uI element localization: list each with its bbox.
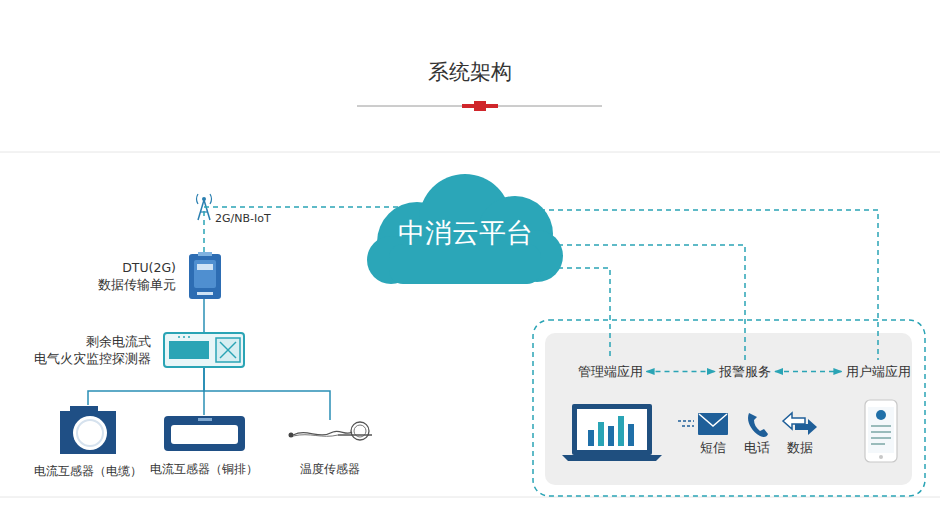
temp-sensor-icon [288, 420, 373, 442]
node-label: 用户端应用 [846, 363, 911, 380]
device-node: 报警服务 [719, 363, 771, 380]
icon-caption: 数据 [787, 440, 813, 457]
node-label: 电流互感器（电缆） [34, 463, 142, 480]
platform-panel [533, 320, 925, 496]
device-node: 电流互感器（电缆） [34, 405, 142, 480]
laptop-icon [562, 404, 662, 461]
device-node: 温度传感器 [288, 420, 373, 478]
dashed-connector [540, 245, 745, 360]
dashed-connector [540, 268, 610, 360]
title-mark [474, 101, 486, 111]
icon-caption: 短信 [700, 440, 726, 457]
page-rule [0, 497, 940, 498]
dashed-connector [540, 210, 878, 360]
diagram-title: 系统架构 [0, 58, 940, 86]
wire-connector [204, 368, 330, 420]
wire-connector [88, 368, 204, 405]
device-node: 用户端应用 [846, 363, 911, 380]
detector-icon [163, 332, 245, 368]
node-label: 报警服务 [719, 363, 771, 380]
device-node: 管理端应用 [578, 363, 643, 380]
device-node: 剩余电流式 电气火灾监控探测器 [23, 332, 245, 368]
cloud-node: 中消云平台 [365, 172, 565, 287]
node-label: 剩余电流式 电气火灾监控探测器 [23, 333, 151, 367]
node-label: 中消云平台 [398, 217, 533, 249]
dashed-connector [775, 371, 842, 373]
edge-label: 2G/NB-IoT [214, 212, 272, 225]
icon-caption: 电话 [744, 440, 770, 457]
page-rule [0, 152, 940, 153]
dashed-connector [647, 371, 716, 373]
node-label: 管理端应用 [578, 363, 643, 380]
smartphone-icon [865, 400, 897, 462]
inner-panel [545, 333, 912, 485]
cable-ct-icon [58, 405, 118, 455]
phone-icon [748, 413, 768, 437]
device-node: 电流互感器（铜排） [150, 415, 258, 478]
data-icon [783, 413, 817, 435]
busbar-ct-icon [163, 415, 246, 452]
sms-icon [678, 413, 728, 435]
dtu-icon [188, 252, 222, 300]
node-label: 温度传感器 [300, 461, 360, 478]
label-group: DTU(2G) 数据传输单元 [86, 259, 176, 293]
label-group: 剩余电流式 电气火灾监控探测器 [23, 333, 151, 367]
device-node: DTU(2G) 数据传输单元 [86, 252, 222, 300]
node-label: 电流互感器（铜排） [150, 461, 258, 478]
node-label: DTU(2G) 数据传输单元 [86, 259, 176, 293]
